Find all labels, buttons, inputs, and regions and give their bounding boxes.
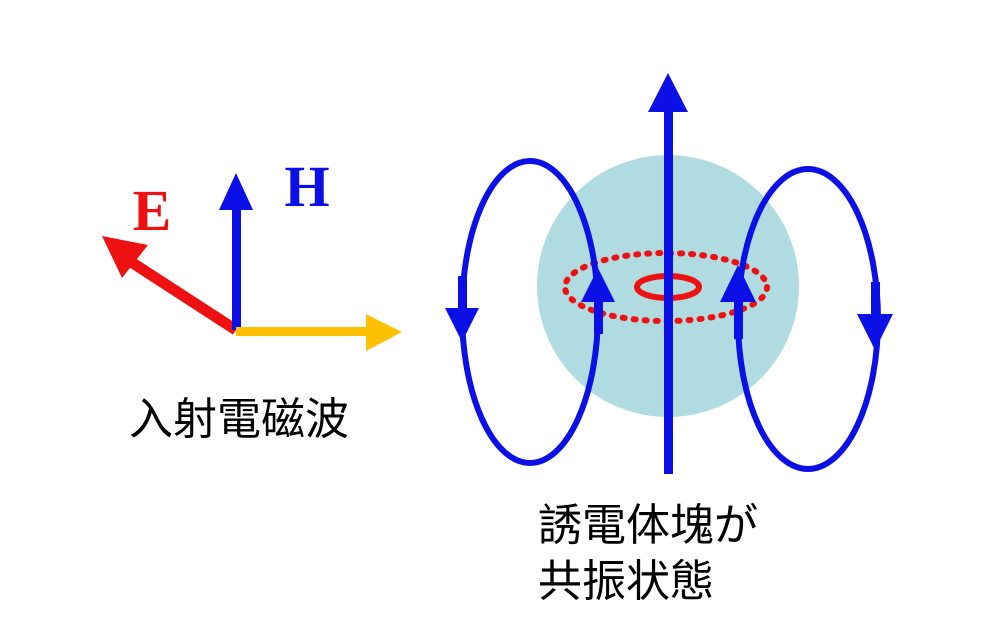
resonator-caption-line1: 誘電体塊が bbox=[538, 500, 758, 551]
e-field-label: E bbox=[133, 178, 172, 243]
h-field-loop-left bbox=[445, 158, 615, 466]
dielectric-resonator: 誘電体塊が 共振状態 bbox=[445, 73, 893, 607]
h-field-center-line bbox=[648, 73, 688, 474]
h-field-label: H bbox=[284, 154, 329, 219]
propagation-arrow bbox=[236, 314, 402, 351]
e-field-arrow bbox=[102, 236, 239, 335]
incident-wave-vectors: E H 入射電磁波 bbox=[102, 154, 402, 445]
resonator-caption-line2: 共振状態 bbox=[538, 556, 714, 607]
h-field-loop-right bbox=[720, 166, 893, 472]
incident-wave-caption: 入射電磁波 bbox=[129, 394, 349, 445]
h-field-arrow bbox=[219, 173, 253, 330]
